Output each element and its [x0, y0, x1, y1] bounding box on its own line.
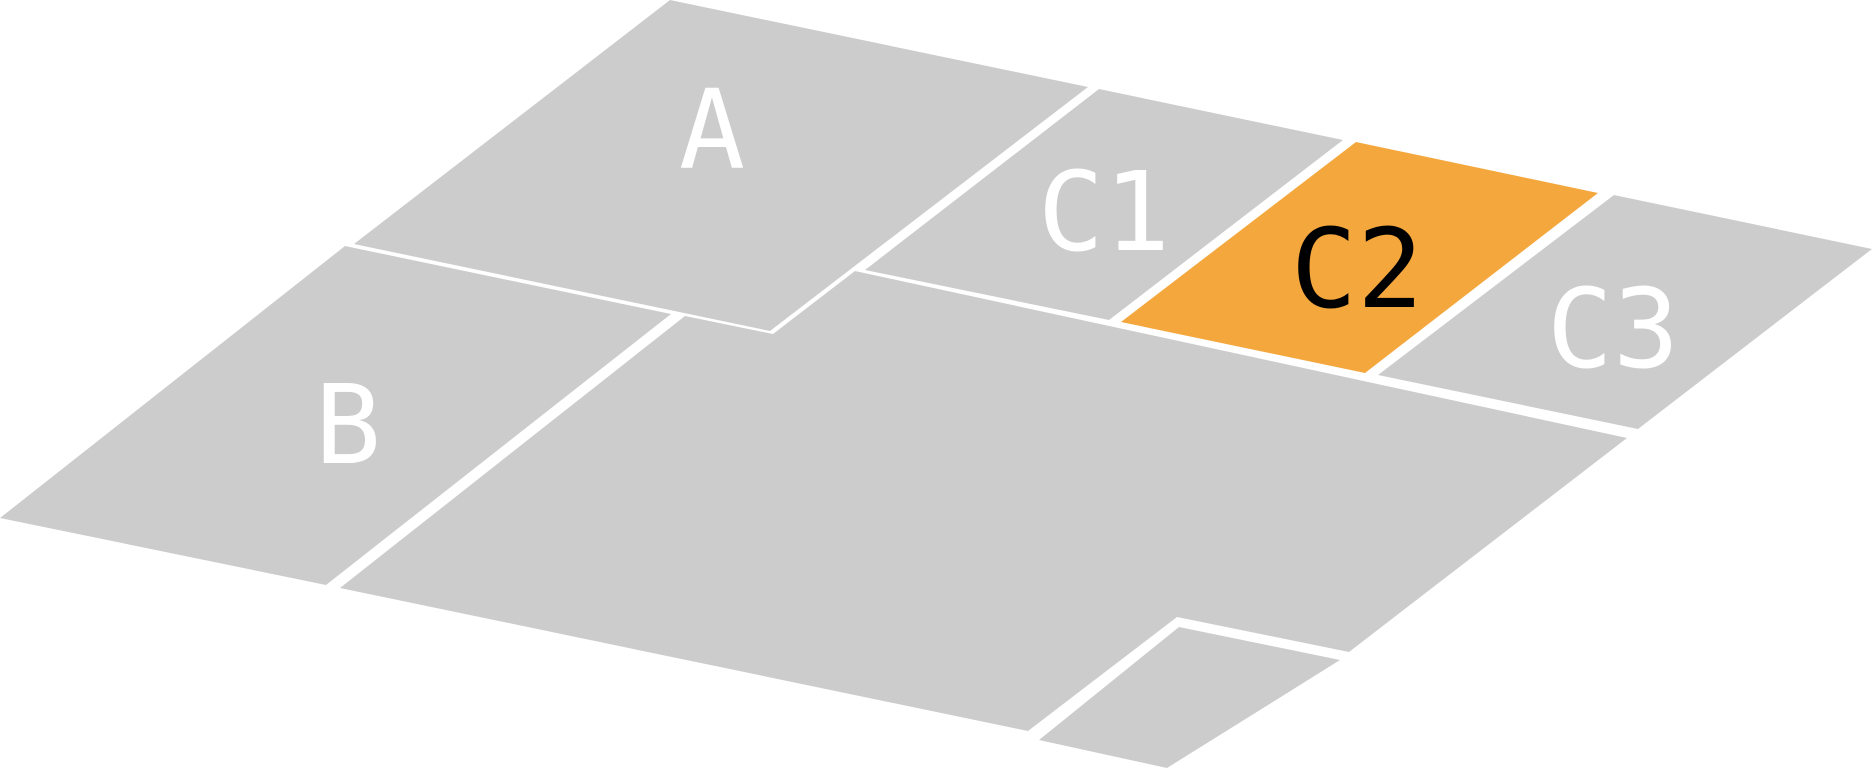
zone-label-c3: C3 — [1547, 265, 1679, 393]
zone-small-bottom[interactable] — [1039, 627, 1340, 768]
zone-c2[interactable] — [1121, 142, 1598, 373]
zone-b[interactable] — [0, 246, 671, 585]
zone-c3[interactable] — [1378, 195, 1872, 429]
zone-c1[interactable] — [865, 89, 1343, 320]
zone-a[interactable] — [354, 0, 1088, 331]
zone-large-lower[interactable] — [340, 271, 1627, 731]
zone-label-c2: C2 — [1291, 205, 1423, 333]
zone-label-a: A — [679, 66, 745, 194]
zone-label-c1: C1 — [1038, 148, 1170, 276]
zone-label-b: B — [315, 361, 381, 489]
